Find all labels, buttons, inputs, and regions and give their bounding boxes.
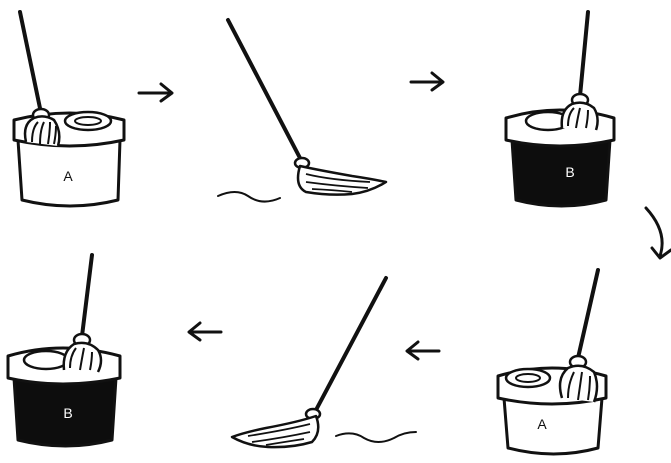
bucket-body xyxy=(504,398,602,454)
mop-handle xyxy=(316,278,386,410)
wet-trail xyxy=(218,192,280,202)
bucket-label: A xyxy=(537,416,547,432)
bucket-label: B xyxy=(565,164,574,180)
step-2-mopping-floor xyxy=(218,20,386,202)
wringer-basket xyxy=(24,351,68,369)
mop-handle xyxy=(580,12,588,96)
mop-head xyxy=(64,334,101,372)
mop-handle xyxy=(228,20,300,158)
mop-handle xyxy=(82,255,92,336)
bucket-label: B xyxy=(63,405,72,421)
wet-trail xyxy=(336,432,416,442)
bucket-body xyxy=(512,140,610,206)
mop-handle xyxy=(578,270,598,358)
bucket-label: A xyxy=(63,168,73,184)
arrow-curved-down xyxy=(646,208,671,258)
mop-handle xyxy=(20,12,41,113)
arrow-right-1 xyxy=(139,84,172,101)
step-1-bucket-a: A xyxy=(14,12,124,206)
step-5-mopping-floor xyxy=(232,278,416,447)
mop-head xyxy=(560,356,597,402)
mop-head xyxy=(562,94,598,130)
step-4-bucket-a: A xyxy=(498,270,606,454)
step-3-bucket-b: B xyxy=(506,12,614,206)
arrow-right-2 xyxy=(411,73,443,90)
arrow-left-2 xyxy=(189,323,221,340)
step-6-bucket-b: B xyxy=(8,255,120,446)
arrow-left-1 xyxy=(407,342,439,359)
